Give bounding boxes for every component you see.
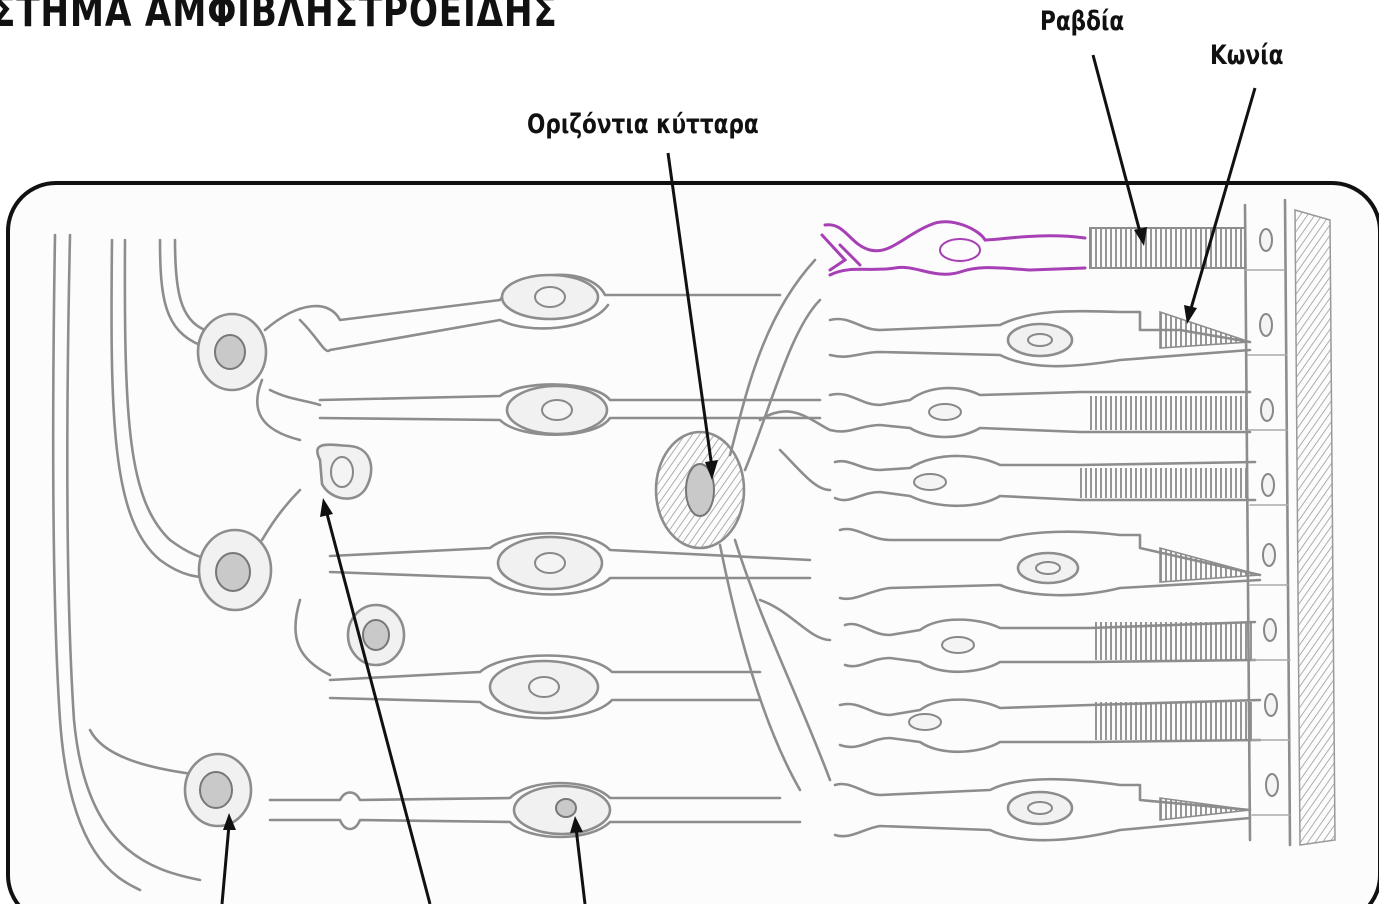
retina-diagram xyxy=(0,0,1379,904)
